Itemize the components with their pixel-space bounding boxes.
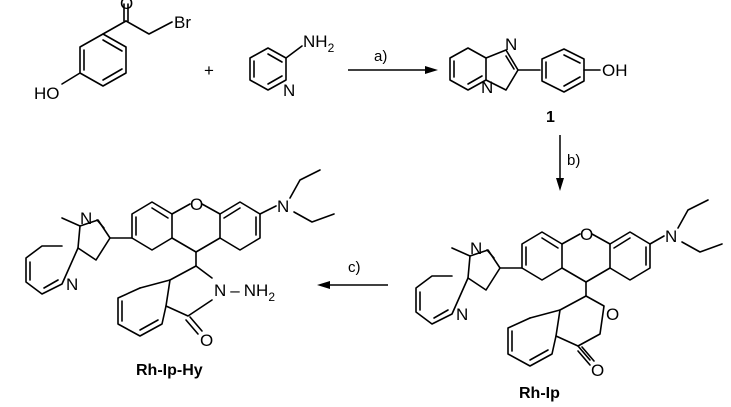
reaction-arrow-c: c): [317, 259, 388, 289]
hy-xanthene-oxygen: O: [190, 195, 203, 214]
rh-ip-label: Rh-Ip: [519, 385, 560, 402]
compound-1-structure: N N OH: [449, 35, 628, 97]
diethylamine-nitrogen: N: [665, 227, 677, 246]
condition-b-label: b): [567, 152, 580, 169]
hy-imidazole-nitrogen: N: [80, 209, 92, 228]
condition-c-label: c): [348, 259, 361, 276]
lactam-carbonyl-oxygen: O: [200, 331, 213, 350]
imidazole-nitrogen: N: [505, 35, 517, 54]
condition-a-label: a): [374, 48, 387, 65]
carbonyl-oxygen: O: [120, 0, 133, 13]
lactone-ring-oxygen: O: [606, 305, 619, 324]
lactone-carbonyl-oxygen: O: [591, 361, 604, 380]
plus-sign: +: [204, 61, 214, 80]
rh-ip-hy-structure: O N N N N–NH2 O: [25, 169, 335, 350]
rh-ip-imidazole-nitrogen: N: [470, 239, 482, 258]
rh-ip-hy-label: Rh-Ip-Hy: [136, 362, 203, 379]
amine-label: NH2: [303, 32, 335, 55]
bridgehead-nitrogen: N: [481, 78, 493, 97]
hydroxyl-right-label: OH: [602, 61, 628, 80]
hy-diethylamine-nitrogen: N: [277, 197, 289, 216]
compound-1-label: 1: [546, 109, 555, 126]
bromine-label: Br: [174, 13, 191, 32]
hydrazide-nitrogen: N–NH2: [214, 281, 275, 304]
bromoacetophenone-structure: O Br HO: [34, 0, 191, 103]
xanthene-oxygen: O: [580, 225, 593, 244]
reaction-arrow-a: a): [348, 48, 438, 74]
rh-ip-bridgehead-nitrogen: N: [456, 305, 468, 324]
pyridine-nitrogen: N: [283, 81, 295, 100]
aminopyridine-structure: N NH2: [249, 32, 335, 100]
hydroxyl-label: HO: [34, 84, 60, 103]
rh-ip-structure: O N N N O O: [415, 199, 723, 380]
reaction-arrow-b: b): [556, 135, 580, 191]
hy-bridgehead-nitrogen: N: [66, 275, 78, 294]
